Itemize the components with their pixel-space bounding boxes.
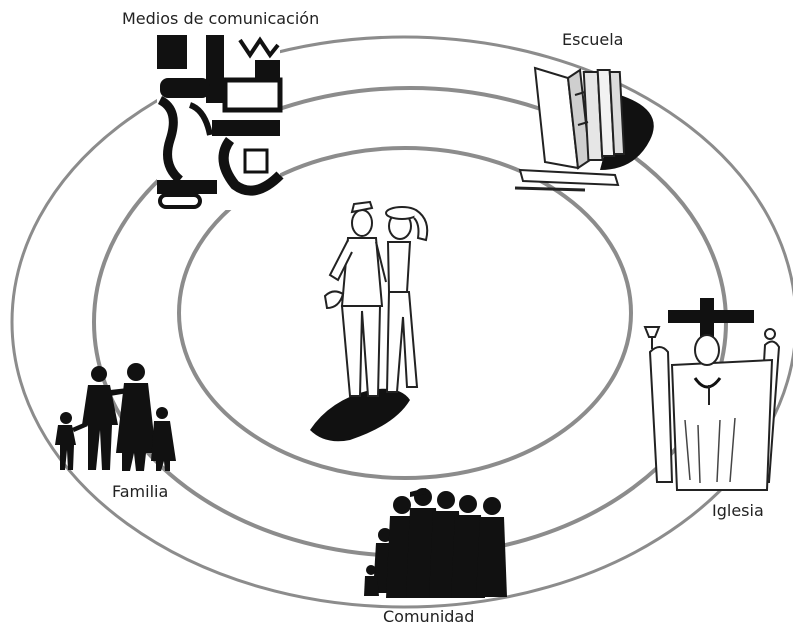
label-comunidad: Comunidad [383,609,474,625]
crowd-silhouette-icon [364,488,507,598]
church-figure-icon [645,298,779,490]
books-icon [515,68,654,190]
couple-icon [310,202,427,441]
label-escuela: Escuela [562,32,623,48]
label-iglesia: Iglesia [712,503,764,519]
family-silhouette-icon [55,363,176,471]
media-collage-icon [157,35,280,210]
label-medios: Medios de comunicación [122,11,319,27]
label-familia: Familia [112,484,168,500]
